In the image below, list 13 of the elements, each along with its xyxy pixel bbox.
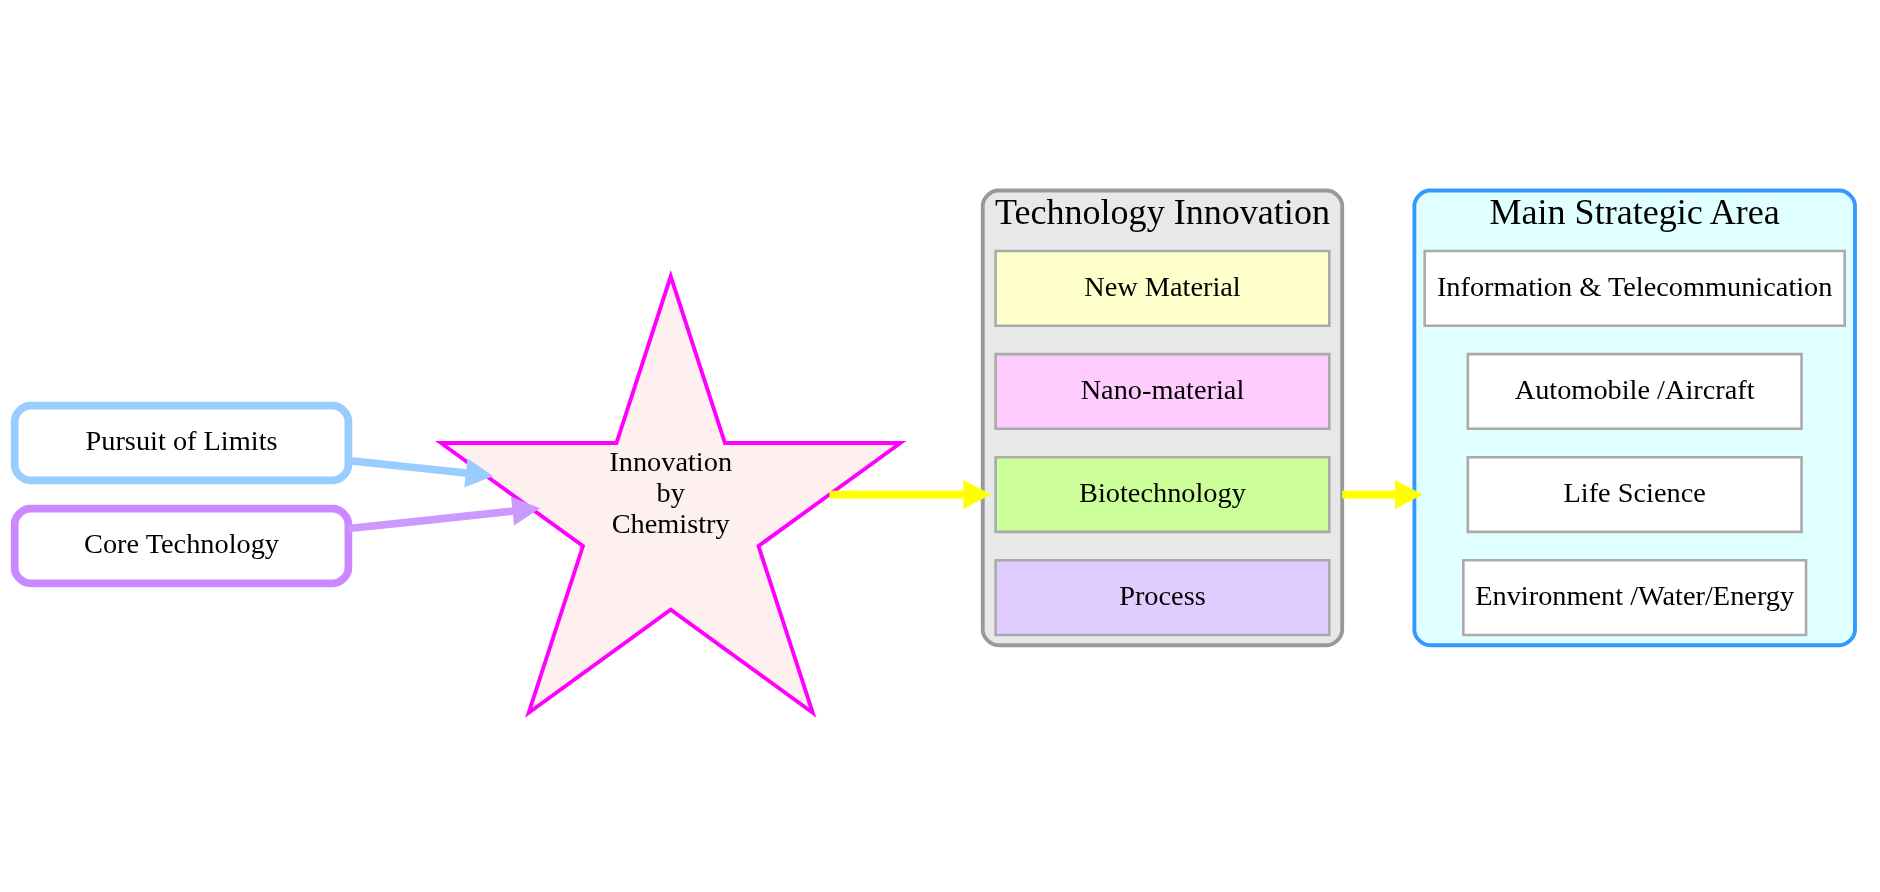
node-box: Nano-material: [994, 352, 1331, 430]
node-box: Process: [994, 558, 1331, 636]
node-box: Automobile /Aircraft: [1466, 352, 1803, 430]
node-box: Core Technology: [10, 504, 353, 587]
arrow: [829, 479, 992, 509]
node-box: Life Science: [1466, 455, 1803, 533]
node-box: Pursuit of Limits: [10, 401, 353, 484]
node-box: Information & Telecommunication: [1423, 249, 1846, 327]
node-box: Environment /Water/Energy: [1462, 558, 1808, 636]
node-box: New Material: [994, 249, 1331, 327]
arrow: [348, 496, 541, 532]
node-box: Biotechnology: [994, 455, 1331, 533]
arrow: [1342, 479, 1423, 509]
